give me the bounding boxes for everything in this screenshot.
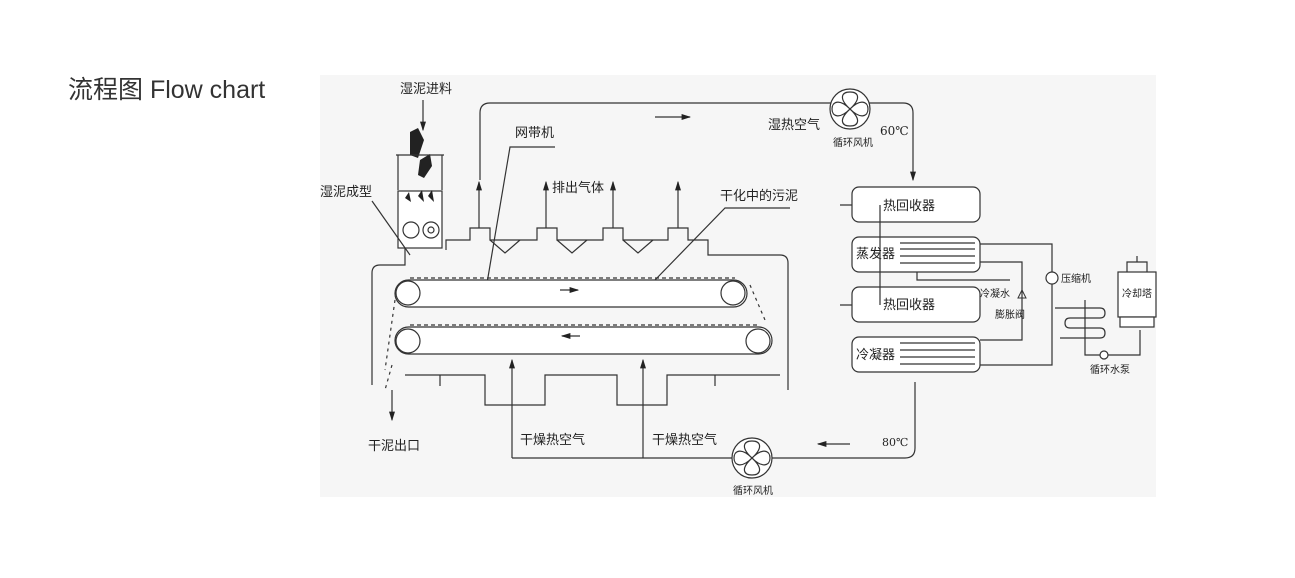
leader-line	[654, 207, 790, 281]
label-mesh-belt: 网带机	[515, 126, 554, 141]
label-dry-outlet: 干泥出口	[368, 439, 420, 454]
fan-icon-top	[829, 88, 871, 130]
cooling-coil	[1055, 300, 1141, 356]
sludge-chunks	[410, 128, 432, 178]
label-condensate: 冷凝水	[980, 287, 1010, 300]
label-wet-feed: 湿泥进料	[400, 82, 452, 97]
dryer-housing	[371, 227, 789, 390]
label-condenser: 冷凝器	[856, 347, 895, 363]
leader-line	[371, 200, 411, 256]
cooling-tower	[1117, 271, 1157, 318]
label-drying-sludge: 干化中的污泥	[720, 188, 798, 204]
label-hot-air-2: 干燥热空气	[652, 432, 717, 448]
bottom-plenum	[405, 374, 780, 406]
label-evaporator: 蒸发器	[856, 246, 895, 262]
label-compressor: 压缩机	[1061, 272, 1091, 285]
falling-sludge	[384, 284, 766, 391]
forming-machine	[397, 190, 443, 249]
sludge-layer	[410, 277, 760, 326]
label-exhaust: 排出气体	[552, 180, 604, 196]
label-temp-top: 60℃	[880, 124, 909, 138]
leader-line	[484, 146, 555, 296]
bottom-air-duct	[512, 382, 916, 459]
label-heat-recovery-2: 热回收器	[883, 298, 935, 313]
label-expansion-valve: 膨胀阀	[995, 308, 1025, 321]
fan-icon-bottom	[731, 437, 773, 479]
pump-icon	[1099, 350, 1109, 360]
hood-funnels	[489, 239, 654, 254]
label-heat-recovery-1: 热回收器	[883, 199, 935, 214]
label-cooling-tower: 冷却塔	[1122, 287, 1152, 300]
label-fan-bottom: 循环风机	[733, 484, 773, 497]
label-humid-air: 湿热空气	[768, 117, 820, 133]
mesh-belt-upper	[394, 279, 748, 308]
exhaust-arrows	[476, 180, 681, 228]
expansion-valve-icon	[1017, 288, 1027, 299]
condenser	[851, 336, 981, 373]
label-forming: 湿泥成型	[320, 185, 372, 200]
refrigerant-piping	[916, 243, 1053, 366]
label-hot-air-1: 干燥热空气	[520, 432, 585, 448]
page-title: 流程图 Flow chart	[68, 76, 266, 104]
label-fan-top: 循环风机	[833, 136, 873, 149]
coil	[900, 242, 975, 365]
mesh-belt-lower	[394, 326, 773, 355]
compressor-icon	[1045, 271, 1059, 285]
top-air-duct	[479, 102, 916, 182]
feed-hopper	[396, 154, 444, 190]
label-temp-bottom: 80℃	[882, 436, 908, 449]
label-pump: 循环水泵	[1090, 363, 1130, 376]
